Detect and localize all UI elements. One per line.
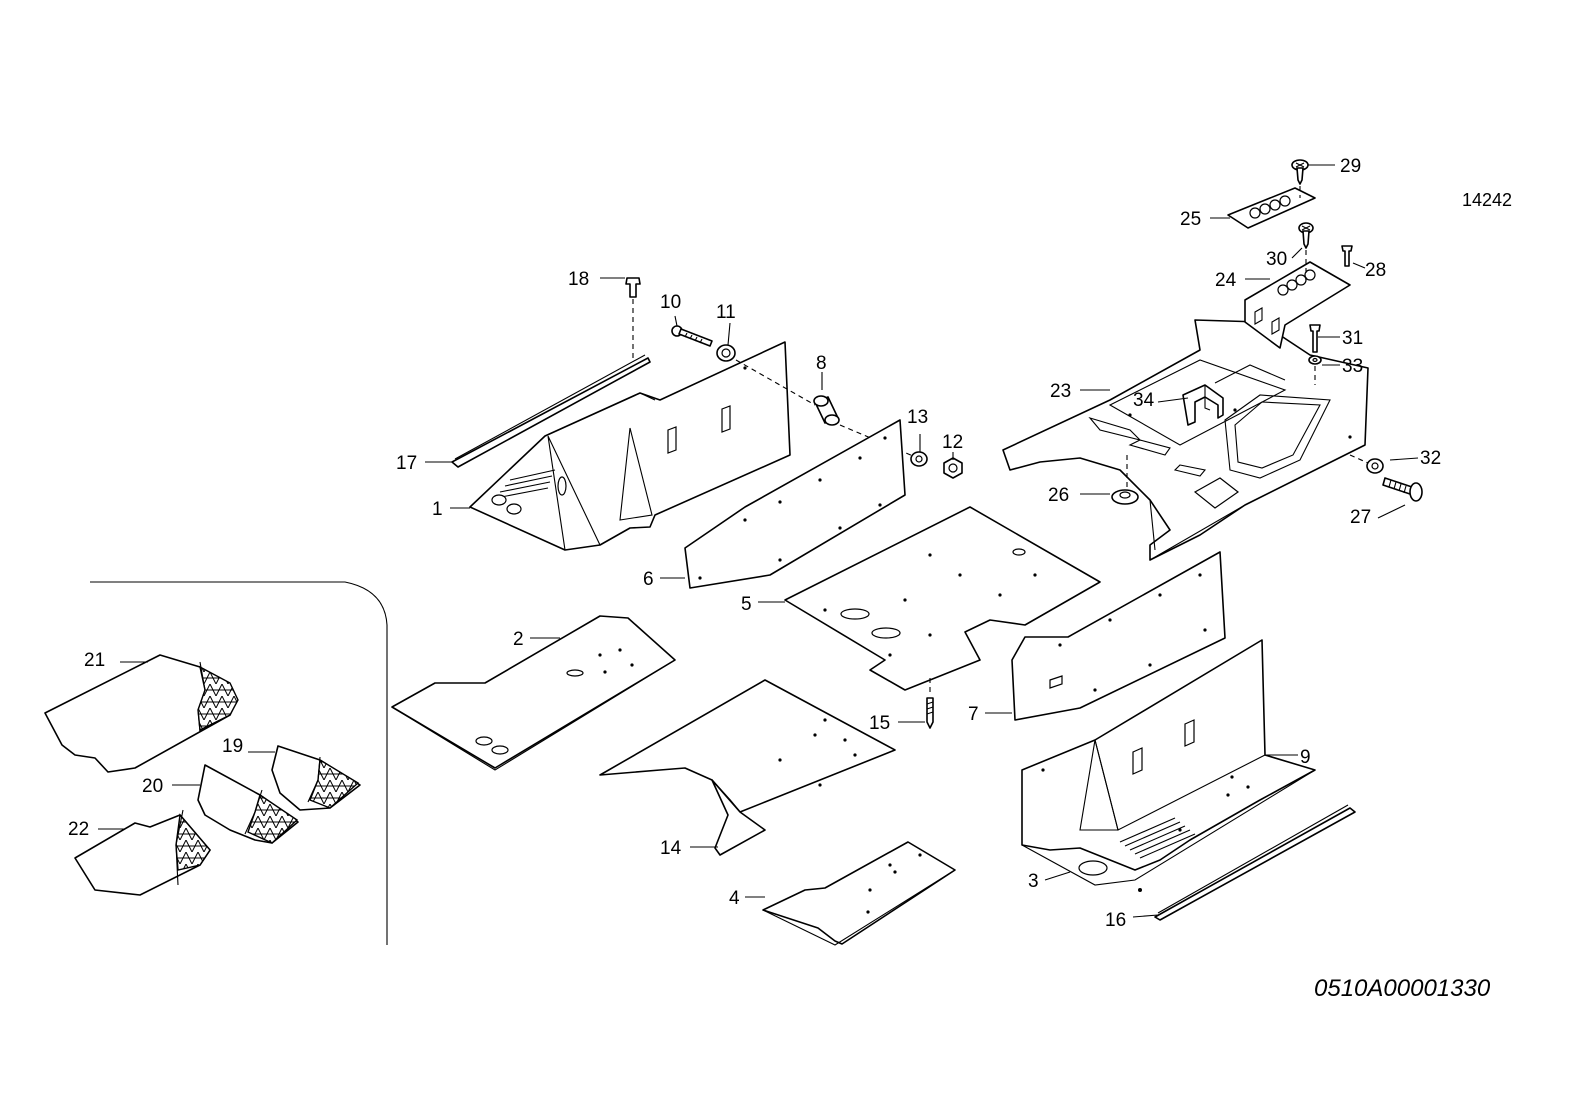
part-4-floor-plate xyxy=(762,841,956,946)
callout-17: 17 xyxy=(396,453,417,474)
callout-23: 23 xyxy=(1050,381,1071,402)
callout-labels: 1 2 3 4 5 6 7 8 9 10 11 12 13 14 15 16 1… xyxy=(68,156,1441,931)
part-23-console xyxy=(1002,319,1369,561)
part-2-floor-plate xyxy=(391,615,676,771)
callout-14: 14 xyxy=(660,838,682,859)
part-14-floor-mat xyxy=(599,679,896,856)
part-27-bolt xyxy=(1382,477,1423,502)
callout-4: 4 xyxy=(729,888,740,909)
callout-33: 33 xyxy=(1342,356,1363,377)
callout-8: 8 xyxy=(816,353,827,374)
callout-30: 30 xyxy=(1266,249,1287,270)
callout-13: 13 xyxy=(907,407,928,428)
part-1-left-housing xyxy=(469,341,791,551)
drawing-code: 0510A00001330 xyxy=(1314,975,1491,1002)
part-12-nut xyxy=(943,457,963,479)
part-25-switch-cover xyxy=(1227,187,1316,229)
part-31-bolt xyxy=(1309,324,1321,353)
part-26-grommet xyxy=(1111,455,1139,505)
inset-frame xyxy=(90,581,388,945)
callout-26: 26 xyxy=(1048,485,1069,506)
callout-12: 12 xyxy=(942,432,963,453)
part-30-screw xyxy=(1298,222,1314,280)
part-7-side-panel xyxy=(1011,551,1226,721)
part-28-screw xyxy=(1341,245,1353,267)
part-9-right-housing xyxy=(1021,639,1316,892)
part-24-switch-panel xyxy=(1244,261,1351,349)
callout-19: 19 xyxy=(222,736,243,757)
callout-9: 9 xyxy=(1300,747,1311,768)
callout-1: 1 xyxy=(432,499,443,520)
callout-5: 5 xyxy=(741,594,752,615)
callout-16: 16 xyxy=(1105,910,1126,931)
part-33-washer xyxy=(1308,355,1322,385)
callout-15: 15 xyxy=(869,713,890,734)
part-22-floor-mat xyxy=(74,809,211,896)
callout-2: 2 xyxy=(513,629,524,650)
leader-lines xyxy=(98,164,1419,918)
callout-20: 20 xyxy=(142,776,163,797)
callout-31: 31 xyxy=(1342,328,1363,349)
part-5-floor-plate xyxy=(784,506,1101,691)
part-6-side-panel xyxy=(684,419,906,589)
callout-18: 18 xyxy=(568,269,589,290)
callout-22: 22 xyxy=(68,819,89,840)
callout-11: 11 xyxy=(716,302,736,323)
callout-6: 6 xyxy=(643,569,654,590)
axis-line-8 xyxy=(735,359,816,406)
callout-21: 21 xyxy=(84,650,105,671)
callout-10: 10 xyxy=(660,292,681,313)
part-34-bracket xyxy=(1182,384,1224,426)
part-19-floor-mat xyxy=(271,745,361,811)
part-21-floor-mat xyxy=(44,654,239,773)
part-8-spacer xyxy=(813,395,840,426)
callout-32: 32 xyxy=(1420,448,1441,469)
callout-7: 7 xyxy=(968,704,979,725)
part-15-screw xyxy=(926,678,934,729)
part-18-screw xyxy=(625,277,641,362)
callout-34: 34 xyxy=(1133,390,1155,411)
part-11-washer xyxy=(716,344,736,362)
part-16-edge-trim xyxy=(1154,804,1356,921)
part-10-bolt xyxy=(671,325,713,347)
callout-29: 29 xyxy=(1340,156,1361,177)
callout-3: 3 xyxy=(1028,871,1039,892)
part-20-floor-mat xyxy=(197,764,299,844)
callout-25: 25 xyxy=(1180,209,1201,230)
callout-28: 28 xyxy=(1365,260,1386,281)
part-29-screw xyxy=(1291,159,1309,198)
callout-24: 24 xyxy=(1215,270,1237,291)
figure-number: 14242 xyxy=(1462,190,1512,210)
part-32-washer xyxy=(1349,454,1384,474)
callout-27: 27 xyxy=(1350,507,1371,528)
part-13-washer xyxy=(910,451,928,467)
part-17-edge-trim xyxy=(451,354,651,468)
